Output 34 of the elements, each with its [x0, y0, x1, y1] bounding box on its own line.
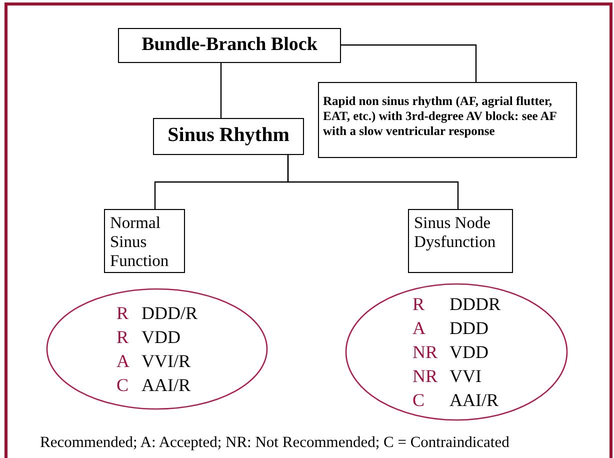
recommendation-code: NR [412, 341, 438, 364]
pacing-mode: DDD [450, 317, 490, 340]
recommendation-code: R [412, 293, 426, 316]
box-label: Sinus Rhythm [166, 124, 290, 147]
pacing-mode: VDD [450, 341, 490, 364]
recommendation-code: R [116, 326, 130, 349]
pacing-mode: VVI/R [141, 350, 192, 373]
pacing-mode: VVI [450, 365, 482, 388]
pacing-mode-ellipse [345, 283, 568, 421]
recommendation-code: R [116, 302, 130, 325]
box-label: Bundle-Branch Block [140, 34, 318, 56]
connector-line [220, 63, 222, 118]
pacing-mode: AAI/R [141, 374, 192, 397]
recommendation-code: A [412, 317, 426, 340]
recommendation-code: A [116, 350, 130, 373]
box-label: Sinus Node Dysfunction [414, 214, 497, 252]
box-label: Normal Sinus Function [110, 214, 170, 271]
pacing-mode: DDD/R [141, 302, 198, 325]
text-box [104, 209, 185, 273]
recommendation-code: C [116, 374, 130, 397]
connector-line [341, 44, 477, 82]
text-box [408, 209, 513, 273]
box-label: Rapid non sinus rhythm (AF, agrial flutter, EAT, etc.) with 3rd-degree AV block: see AF with a slow ventricular response [323, 94, 558, 139]
pacing-mode: DDDR [450, 293, 501, 316]
text-box [318, 82, 577, 158]
text-box [153, 118, 304, 155]
recommendation-code: C [412, 389, 426, 412]
text-box [118, 28, 341, 63]
pacing-mode: AAI/R [450, 389, 500, 412]
pacing-mode-ellipse [46, 288, 268, 410]
recommendation-code: NR [412, 365, 438, 388]
pacing-mode: VDD [141, 326, 182, 349]
connector-line [287, 155, 459, 209]
caption: Recommended; A: Accepted; NR: Not Recommended; C = Contraindicated [40, 434, 510, 452]
